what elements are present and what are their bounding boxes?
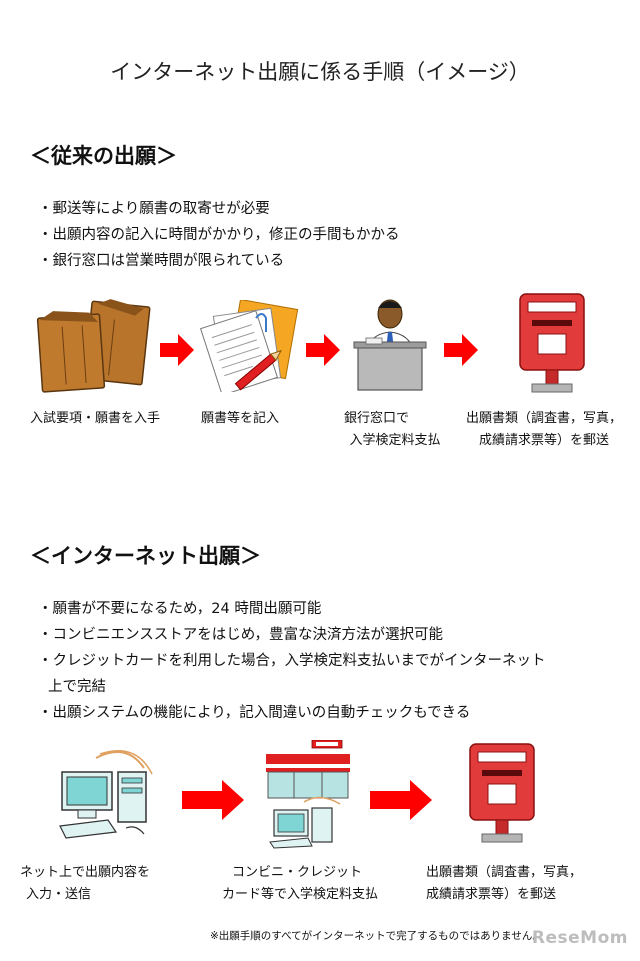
envelopes-icon	[36, 299, 151, 393]
step-caption: 出願書類（調査書，写真， 成績請求票等）を郵送	[426, 865, 583, 902]
traditional-bullet: ・銀行窓口は営業時間が限られている	[38, 253, 285, 269]
traditional-bullet: ・郵送等により願書の取寄せが必要	[38, 201, 270, 217]
internet-heading: ＜インターネット出願＞	[30, 544, 261, 568]
traditional-heading: ＜従来の出願＞	[30, 144, 177, 168]
arrow-right-icon	[306, 334, 340, 366]
footnote: ※出願手順のすべてがインターネットで完了するものではありません。	[210, 930, 543, 942]
internet-bullet: ・出願システムの機能により，記入間違いの自動チェックもできる	[38, 705, 471, 721]
internet-bullet-list: ・願書が不要になるため，24 時間出願可能 ・コンビニエンスストアをはじめ，豊富…	[38, 596, 546, 726]
internet-bullet: ・クレジットカードを利用した場合，入学検定料支払いまでがインターネット	[38, 653, 546, 669]
step-caption: 願書等を記入	[200, 411, 279, 426]
convenience-store-icon	[266, 740, 350, 849]
bank-teller-icon	[353, 299, 427, 391]
step-caption: ネット上で出願内容を 入力・送信	[20, 865, 151, 902]
documents-pencil-icon	[199, 300, 299, 392]
arrow-right-icon	[182, 780, 244, 820]
step-caption: 入試要項・願書を入手	[29, 411, 160, 426]
step-caption: 銀行窓口で 入学検定料支払	[344, 411, 441, 448]
step-caption: 出願書類（調査書，写真， 成績請求票等）を郵送	[465, 411, 622, 448]
mailbox-icon	[519, 293, 585, 393]
arrow-right-icon	[370, 780, 432, 820]
arrow-right-icon	[444, 334, 478, 366]
arrow-right-icon	[160, 334, 194, 366]
watermark-logo: ReseMom	[531, 928, 628, 948]
internet-bullet: 上で完結	[48, 679, 106, 695]
internet-bullet: ・願書が不要になるため，24 時間出願可能	[38, 601, 322, 617]
traditional-bullet-list: ・郵送等により願書の取寄せが必要 ・出願内容の記入に時間がかかり，修正の手間もか…	[38, 196, 399, 274]
mailbox-icon	[469, 743, 535, 843]
page-title: インターネット出願に係る手順（イメージ）	[110, 60, 530, 84]
traditional-bullet: ・出願内容の記入に時間がかかり，修正の手間もかかる	[38, 227, 400, 243]
step-caption: コンビニ・クレジット カード等で入学検定料支払	[222, 865, 379, 902]
computer-icon	[59, 750, 153, 839]
internet-bullet: ・コンビニエンスストアをはじめ，豊富な決済方法が選択可能	[38, 627, 443, 643]
